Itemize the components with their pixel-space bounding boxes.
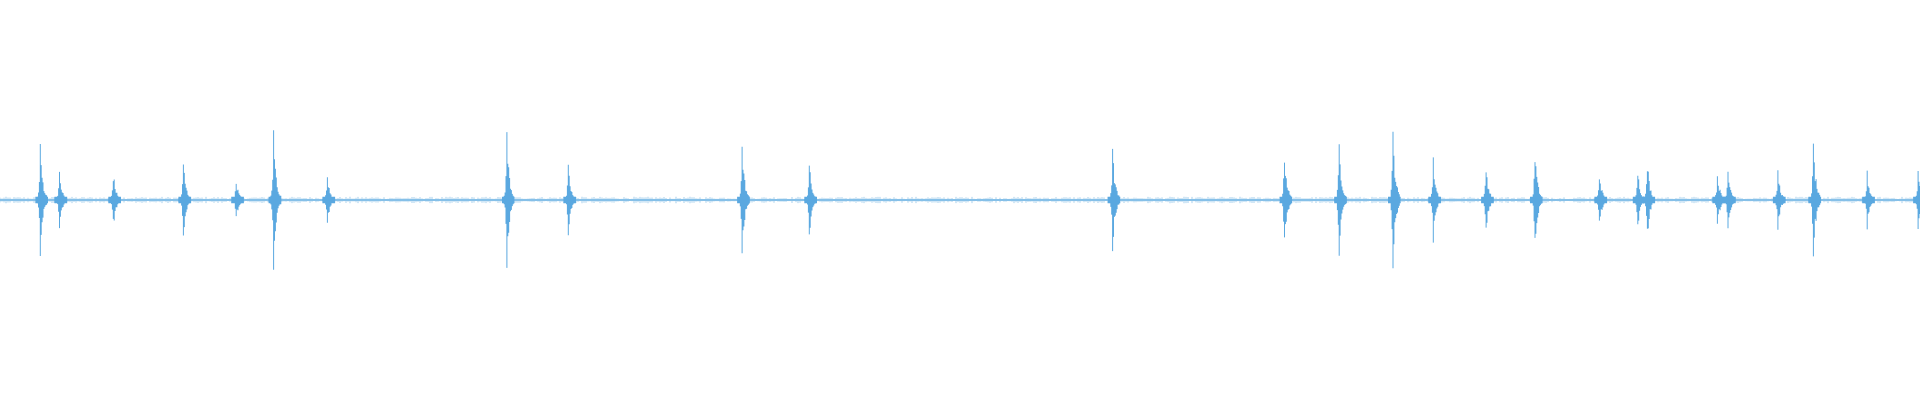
waveform-peak-22: [1712, 176, 1726, 224]
waveform-peak-8: [501, 132, 515, 268]
waveform-peak-21: [1642, 171, 1656, 229]
waveform-peak-17: [1481, 172, 1494, 228]
waveform-peak-7: [322, 177, 336, 223]
waveform-peak-4: [178, 164, 192, 236]
waveform-peak-1: [35, 144, 48, 256]
waveform-peak-26: [1862, 170, 1875, 230]
waveform-peak-27: [1913, 171, 1920, 229]
waveform-peak-10: [737, 146, 750, 254]
waveform-peak-25: [1808, 143, 1822, 257]
waveform-peak-11: [804, 165, 817, 235]
waveform-peak-16: [1428, 157, 1441, 243]
waveform-peak-14: [1334, 144, 1347, 256]
waveform-peak-2: [54, 171, 68, 229]
waveform-peak-12: [1107, 148, 1121, 252]
waveform-peak-15: [1388, 131, 1401, 269]
waveform-peak-6: [268, 130, 282, 270]
waveform-peak-18: [1530, 162, 1543, 238]
waveform-peak-13: [1279, 162, 1293, 238]
waveform-peak-5: [231, 183, 244, 217]
waveform-peak-24: [1772, 170, 1786, 230]
waveform-peak-23: [1723, 171, 1736, 229]
waveform-peak-19: [1594, 179, 1608, 221]
waveform-peak-3: [108, 179, 121, 221]
waveform-peak-9: [563, 164, 576, 236]
